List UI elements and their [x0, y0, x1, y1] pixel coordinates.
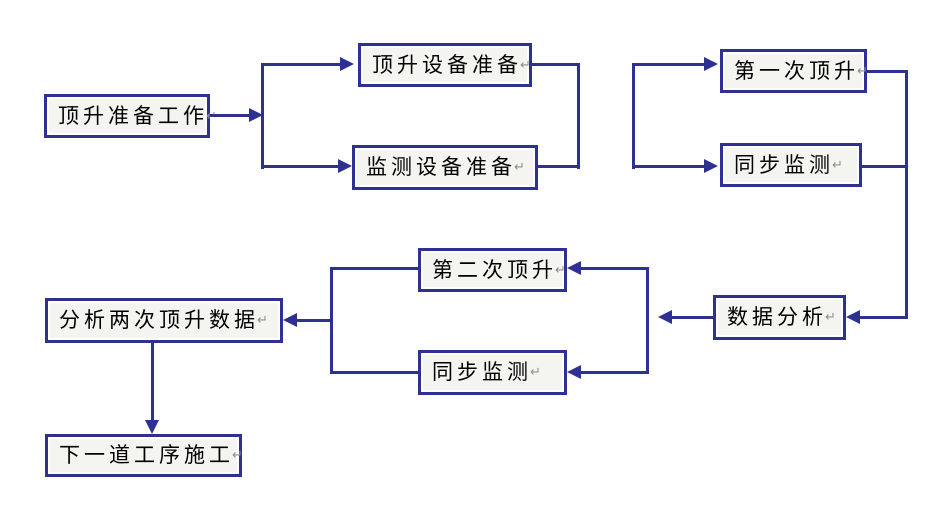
connector-sync-monitoring-2-out — [330, 371, 418, 374]
paragraph-mark-icon: ↵ — [520, 57, 531, 73]
connector-analyze-down — [151, 343, 154, 420]
node-label: 监测设备准备 — [366, 155, 516, 179]
paragraph-mark-icon: ↵ — [555, 262, 566, 278]
paragraph-mark-icon: ↵ — [832, 157, 843, 173]
paragraph-mark-icon: ↵ — [857, 63, 868, 79]
node-label: 同步监测 — [734, 152, 834, 177]
node-label: 下一道工序施工 — [59, 443, 234, 467]
node-jacking-preparation: 顶升准备工作↵ — [44, 94, 217, 138]
node-next-process-construction: 下一道工序施工↵ — [45, 434, 243, 477]
connector-right-vertical — [905, 70, 908, 319]
connector-to-data-analysis — [860, 316, 908, 319]
node-label: 同步监测 — [432, 360, 532, 384]
paragraph-mark-icon: ↵ — [514, 160, 525, 175]
connector-fanout-vertical — [632, 63, 635, 169]
connector-branch-vertical — [261, 63, 264, 169]
connector-middle-bracket-vertical — [646, 267, 649, 374]
arrowhead-to-middle-bracket — [658, 310, 672, 324]
connector-to-second-jacking — [581, 267, 649, 270]
connector-second-jacking-out — [330, 267, 418, 270]
paragraph-mark-icon: ↵ — [530, 365, 541, 380]
connector-monitor-equip-merge-bottom — [538, 165, 577, 168]
arrowhead-next-process — [145, 420, 159, 434]
node-first-jacking: 第一次顶升↵ — [720, 49, 868, 93]
arrowhead-analyze — [283, 313, 297, 327]
paragraph-mark-icon: ↵ — [825, 310, 836, 325]
connector-to-first-jacking — [635, 63, 704, 66]
connector-equip-merge-vertical — [577, 63, 580, 169]
arrowhead-second-jacking — [567, 261, 581, 275]
node-label: 第二次顶升 — [432, 257, 557, 282]
connector-jack-equip-merge-top — [532, 63, 580, 66]
node-sync-monitoring-1: 同步监测↵ — [720, 143, 862, 187]
node-jacking-equipment-prep: 顶升设备准备↵ — [358, 43, 532, 87]
connector-sync-monitoring-1-out — [862, 165, 905, 168]
paragraph-mark-icon: ↵ — [257, 313, 268, 328]
arrowhead-first-jacking — [704, 57, 718, 71]
node-label: 分析两次顶升数据 — [59, 308, 259, 332]
arrowhead-jack-equip — [340, 57, 354, 71]
node-label: 数据分析 — [727, 305, 827, 329]
connector-to-sync-monitoring-2 — [581, 371, 649, 374]
connector-data-analysis-out — [672, 316, 713, 319]
arrowhead-prep-branch — [249, 108, 263, 122]
arrowhead-data-analysis — [846, 310, 860, 324]
node-second-jacking: 第二次顶升↵ — [418, 248, 567, 292]
connector-branch-to-monitor-equip — [261, 165, 338, 168]
node-data-analysis: 数据分析↵ — [713, 295, 846, 340]
node-label: 顶升准备工作 — [58, 103, 208, 128]
connector-to-analyze — [297, 319, 333, 322]
arrowhead-monitor-equip — [338, 159, 352, 173]
node-analyze-two-jackings: 分析两次顶升数据↵ — [45, 298, 283, 343]
arrowhead-sync-monitoring-2 — [567, 365, 581, 379]
connector-branch-to-jack-equip — [261, 63, 340, 66]
connector-prep-out — [210, 114, 249, 117]
node-sync-monitoring-2: 同步监测↵ — [418, 350, 567, 395]
node-label: 第一次顶升 — [734, 58, 859, 83]
connector-first-jacking-out — [867, 70, 908, 73]
node-monitoring-equipment-prep: 监测设备准备↵ — [352, 145, 538, 190]
arrowhead-sync-monitoring-1 — [704, 159, 718, 173]
node-label: 顶升设备准备 — [372, 52, 522, 77]
paragraph-mark-icon: ↵ — [232, 448, 243, 463]
connector-to-sync-monitoring-1 — [635, 165, 704, 168]
